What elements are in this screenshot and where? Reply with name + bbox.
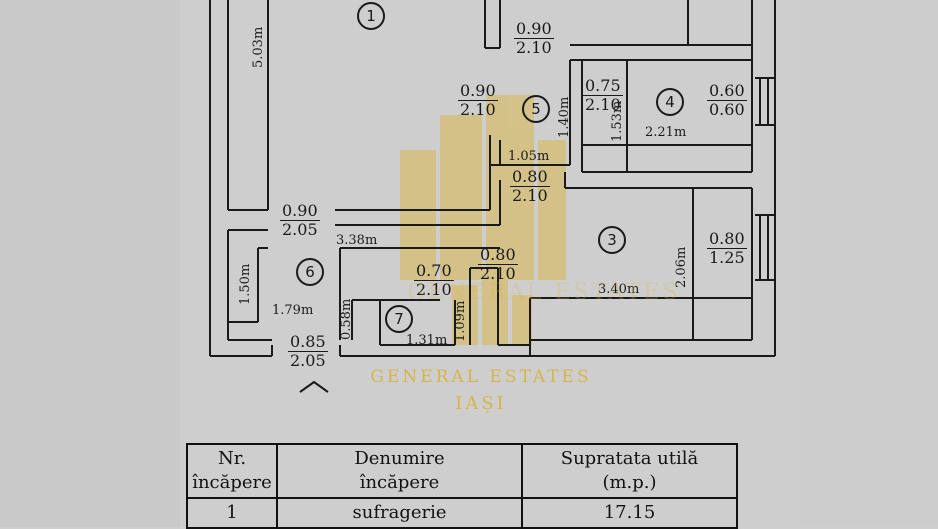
- opening-mid: 0.80 2.10: [510, 168, 550, 205]
- opening-width: 0.75: [583, 76, 623, 96]
- dim-corridor-width: 3.38m: [336, 233, 378, 248]
- opening-width: 0.90: [280, 201, 320, 221]
- dim-room5-v1: 1.40m: [557, 96, 572, 138]
- room-number-4: 4: [656, 88, 684, 116]
- room-number-1: 1: [357, 2, 385, 30]
- opening-room5-left: 0.90 2.10: [458, 82, 498, 119]
- opening-height: 2.05: [282, 220, 318, 239]
- room-number-3: 3: [598, 226, 626, 254]
- dim-room7-height: 1.09m: [453, 300, 468, 342]
- opening-height: 2.10: [460, 100, 496, 119]
- opening-left: 0.90 2.05: [280, 202, 320, 239]
- opening-width: 0.80: [510, 167, 550, 187]
- header-line: (m.p.): [602, 472, 657, 493]
- watermark-line2: IAȘI: [455, 393, 507, 414]
- room-number-5: 5: [522, 95, 550, 123]
- opening-height: 2.05: [290, 351, 326, 370]
- header-area: Supratata utilă (m.p.): [521, 443, 738, 499]
- watermark-ghost-text: GENERAL ESTATES: [407, 280, 681, 305]
- opening-height: 2.10: [512, 186, 548, 205]
- cell-area: 17.15: [521, 497, 738, 529]
- opening-width: 0.90: [458, 81, 498, 101]
- opening-height: 1.25: [709, 248, 745, 267]
- header-line: Denumire: [354, 448, 445, 469]
- opening-room7-door: 0.70 2.10: [414, 262, 454, 299]
- opening-height: 2.10: [585, 95, 621, 114]
- opening-top: 0.90 2.10: [514, 20, 554, 57]
- opening-room3-window: 0.80 1.25: [707, 230, 747, 267]
- opening-room3-door: 0.80 2.10: [478, 246, 518, 283]
- opening-width: 0.80: [707, 229, 747, 249]
- opening-room5-right: 0.75 2.10: [583, 77, 623, 114]
- opening-height: 2.10: [480, 264, 516, 283]
- opening-width: 0.70: [414, 261, 454, 281]
- walls: [209, 0, 776, 393]
- opening-height: 0.60: [709, 100, 745, 119]
- table-row: 1 sufragerie 17.15: [186, 497, 738, 529]
- opening-entrance: 0.85 2.05: [288, 333, 328, 370]
- opening-width: 0.85: [288, 332, 328, 352]
- header-nr: Nr. încăpere: [186, 443, 278, 499]
- header-line: Nr.: [217, 448, 247, 469]
- dim-room5-v2: 1.53m: [610, 100, 625, 142]
- opening-width: 0.80: [478, 245, 518, 265]
- watermark-building-logo: [400, 95, 566, 345]
- cell-nr: 1: [186, 497, 278, 529]
- opening-height: 2.10: [516, 38, 552, 57]
- header-line: încăpere: [359, 472, 440, 493]
- dim-room7-width: 1.31m: [406, 333, 448, 348]
- room-number-6: 6: [296, 258, 324, 286]
- header-name: Denumire încăpere: [276, 443, 523, 499]
- opening-width: 0.90: [514, 19, 554, 39]
- watermark-line1: GENERAL ESTATES: [370, 367, 592, 387]
- dim-hall-width: 1.05m: [508, 149, 550, 164]
- opening-room4-window: 0.60 0.60: [707, 82, 747, 119]
- opening-height: 2.10: [416, 280, 452, 299]
- room-number-7: 7: [385, 305, 413, 333]
- cell-name: sufragerie: [276, 497, 523, 529]
- opening-width: 0.60: [707, 81, 747, 101]
- dim-room6-width: 1.79m: [272, 303, 314, 318]
- header-line: Supratata utilă: [560, 448, 699, 469]
- dim-room3-width: 3.40m: [598, 282, 640, 297]
- rooms-table: Nr. încăpere Denumire încăpere Supratata…: [186, 443, 738, 529]
- dim-room4-width: 2.21m: [645, 125, 687, 140]
- table-header-row: Nr. încăpere Denumire încăpere Supratata…: [186, 443, 738, 499]
- header-line: încăpere: [192, 472, 272, 493]
- dim-room1-height: 5.03m: [251, 26, 266, 68]
